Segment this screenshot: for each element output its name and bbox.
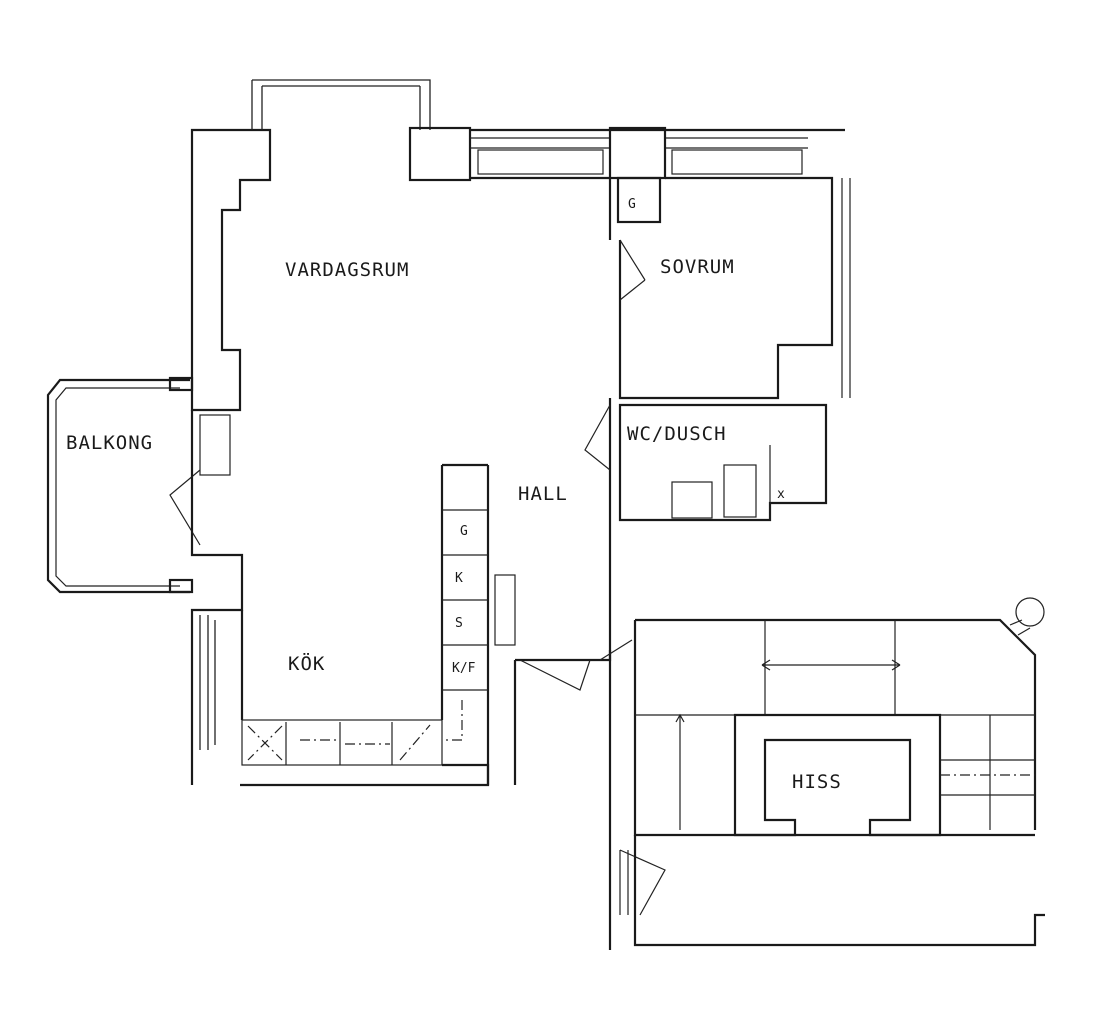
room-label-vardagsrum: VARDAGSRUM [285, 259, 409, 281]
room-label-wc-dusch: WC/DUSCH [627, 423, 727, 445]
fixture-label-g-bedroom: G [628, 197, 636, 212]
walls [46, 79, 1045, 950]
fixture-label-kf: K/F [452, 661, 476, 676]
room-label-hall: HALL [518, 483, 568, 505]
room-label-sovrum: SOVRUM [660, 256, 735, 278]
fixture-label-x: x [777, 487, 785, 502]
room-label-balkong: BALKONG [66, 432, 153, 454]
fixture-label-s: S [455, 616, 463, 631]
fixture-label-g-hall: G [460, 524, 468, 539]
room-label-kok: KÖK [288, 652, 325, 675]
room-label-hiss: HISS [792, 771, 842, 793]
fixture-label-k: K [455, 571, 463, 586]
